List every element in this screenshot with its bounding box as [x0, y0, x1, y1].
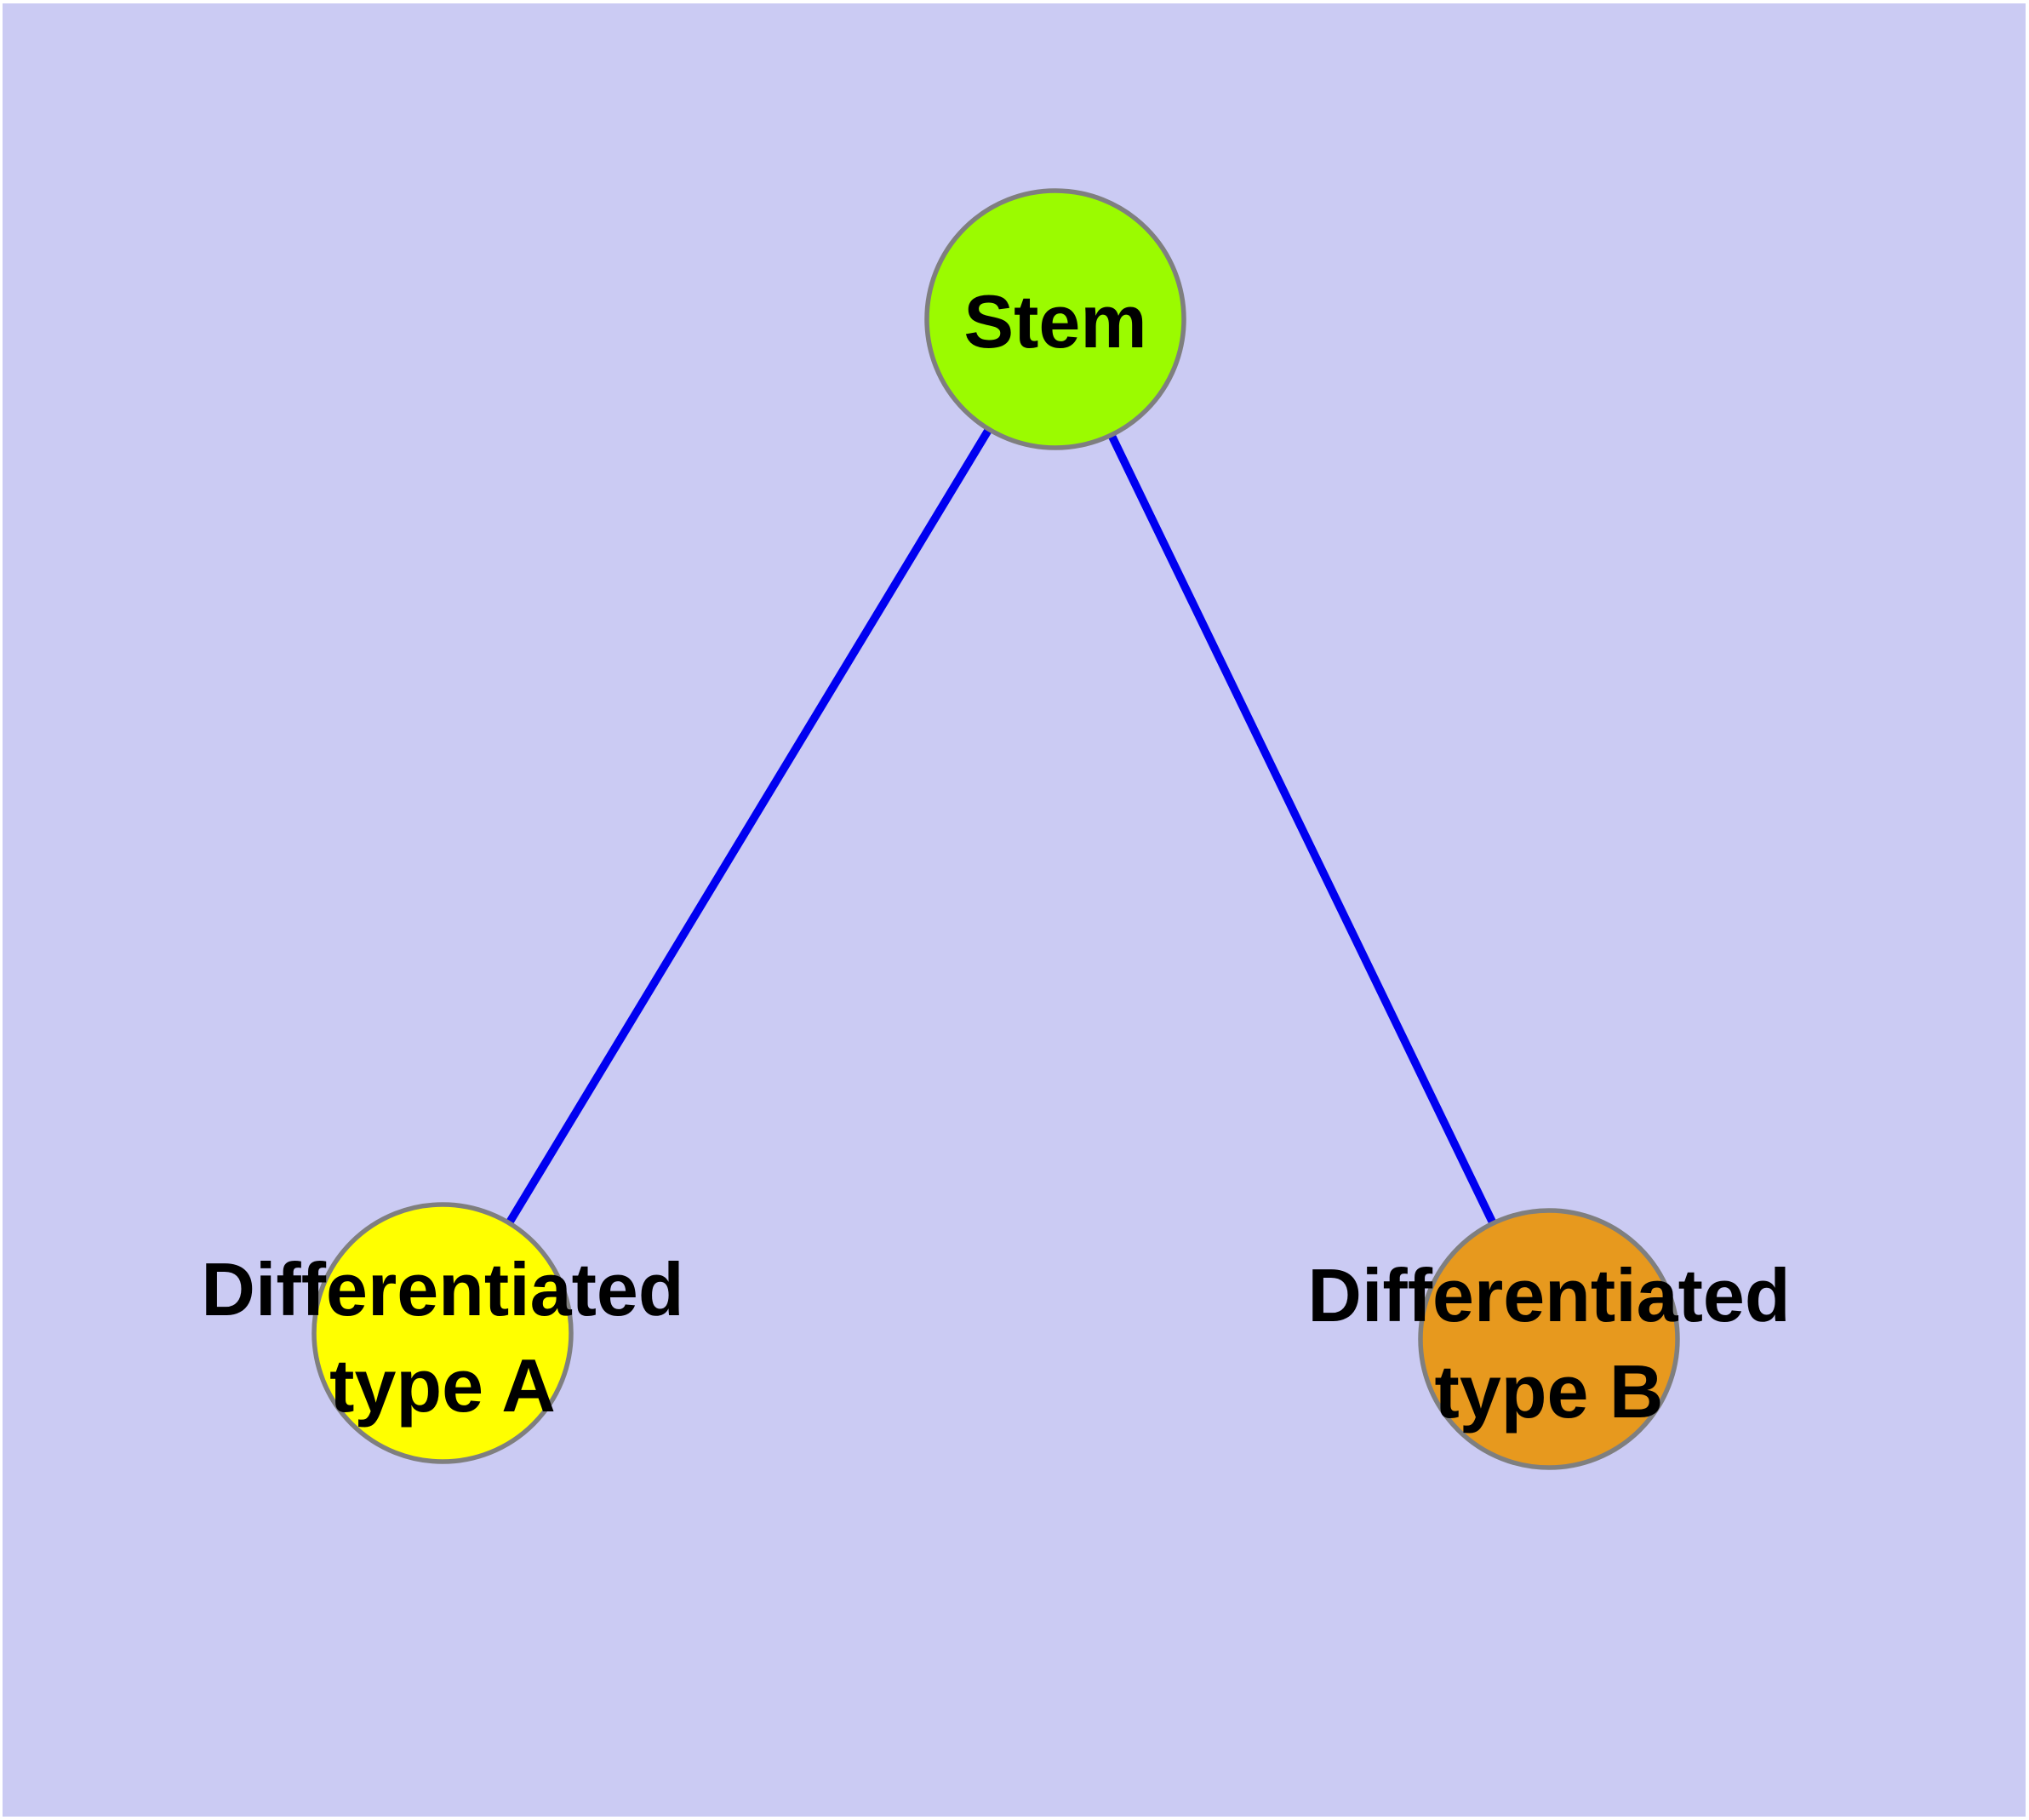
- node-type-b-label-line1: Differentiated: [1307, 1253, 1790, 1337]
- edge-stem-to-type-a: [506, 426, 992, 1226]
- node-type-b-label-line2: type B: [1435, 1349, 1664, 1434]
- node-type-a: Differentiated type A: [201, 1202, 684, 1464]
- node-stem-circle: [924, 188, 1186, 450]
- node-stem-label: Stem: [963, 279, 1146, 363]
- node-type-b: Differentiated type B: [1307, 1208, 1791, 1470]
- edge-stem-to-type-b: [1107, 432, 1497, 1226]
- node-type-a-label-line1: Differentiated: [201, 1247, 683, 1331]
- node-type-b-circle: [1418, 1208, 1680, 1470]
- node-type-a-label-line2: type A: [329, 1343, 556, 1428]
- node-stem: Stem: [924, 188, 1186, 450]
- node-type-a-circle: [311, 1202, 574, 1464]
